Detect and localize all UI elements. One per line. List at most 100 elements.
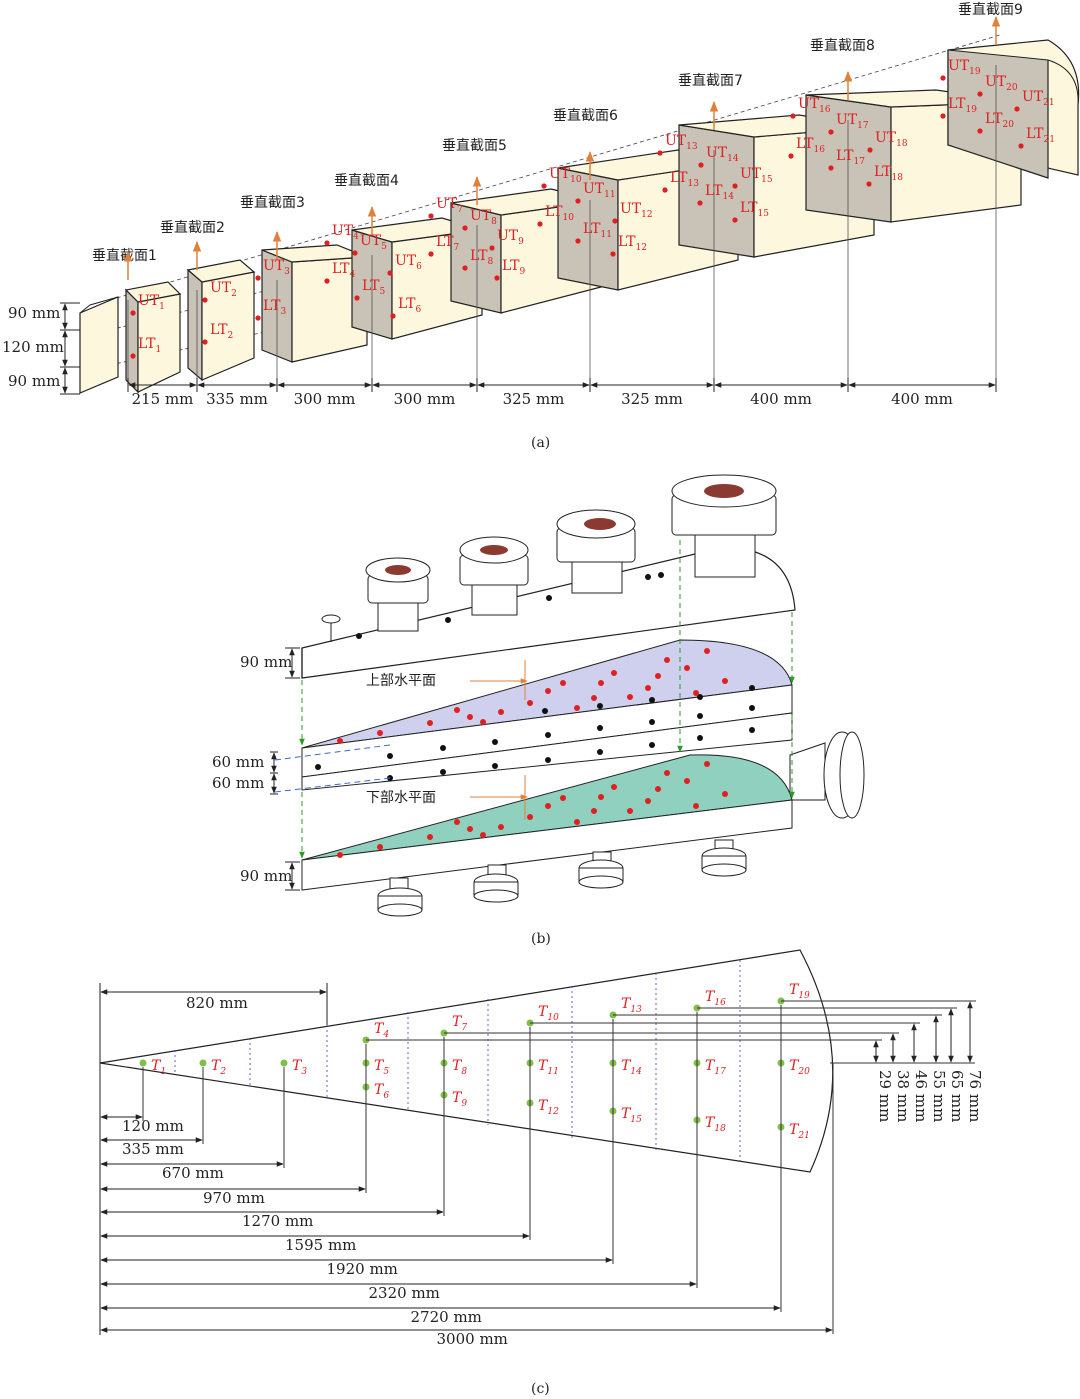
plane-point-17 bbox=[664, 657, 670, 663]
offset-label-1: 29 mm bbox=[876, 1070, 894, 1122]
offset-label-2: 38 mm bbox=[894, 1070, 912, 1122]
section-label-5: 垂直截面5 bbox=[442, 137, 507, 154]
mid-dot-0 bbox=[315, 764, 321, 770]
plane-point-43 bbox=[722, 791, 728, 797]
label-t1: T1 bbox=[151, 1058, 166, 1077]
marker-ut15 bbox=[732, 183, 738, 189]
marker-ut1 bbox=[130, 310, 136, 316]
point-lt1: LT1 bbox=[138, 336, 161, 355]
point-t3 bbox=[280, 1059, 288, 1067]
plane-point-12 bbox=[598, 680, 604, 686]
label-t9: T9 bbox=[452, 1090, 467, 1109]
marker-lt16 bbox=[788, 153, 794, 159]
height-label-1: 90 mm bbox=[8, 304, 60, 322]
marker-lt20 bbox=[977, 128, 983, 134]
plane-point-20 bbox=[704, 648, 710, 654]
plane-point-30 bbox=[545, 803, 551, 809]
point-ut2: UT2 bbox=[210, 280, 237, 299]
plane-point-13 bbox=[611, 670, 617, 676]
length-label-9: 2720 mm bbox=[411, 1308, 482, 1326]
marker-lt4 bbox=[324, 278, 330, 284]
marker-lt6 bbox=[390, 313, 396, 319]
point-ut7: UT7 bbox=[436, 196, 463, 215]
plane-point-31 bbox=[560, 795, 566, 801]
length-label-1: 120 mm bbox=[122, 1117, 184, 1135]
plane-point-10 bbox=[574, 705, 580, 711]
label-t3: T3 bbox=[292, 1058, 307, 1077]
mid-dot-2 bbox=[440, 745, 446, 751]
marker-ut12 bbox=[612, 218, 618, 224]
length-label-2: 335 mm bbox=[122, 1140, 184, 1158]
marker-ut7 bbox=[428, 213, 434, 219]
height-label-3: 90 mm bbox=[8, 372, 60, 390]
length-label-10: 3000 mm bbox=[437, 1330, 508, 1348]
point-lt8: LT8 bbox=[470, 248, 494, 267]
point-lt20: LT20 bbox=[985, 111, 1014, 130]
marker-lt13 bbox=[662, 187, 668, 193]
mid-dot-7 bbox=[697, 713, 703, 719]
section-label-7: 垂直截面7 bbox=[678, 72, 743, 89]
label-t6: T6 bbox=[374, 1082, 389, 1101]
mid-dot-6 bbox=[649, 719, 655, 725]
marker-ut18 bbox=[867, 147, 873, 153]
point-lt21: LT21 bbox=[1026, 126, 1055, 145]
point-ut1: UT1 bbox=[138, 293, 165, 312]
plane-point-38 bbox=[655, 786, 661, 792]
mid-dot-13 bbox=[597, 749, 603, 755]
marker-ut3 bbox=[255, 275, 261, 281]
marker-ut5 bbox=[352, 250, 358, 256]
plane-point-21 bbox=[722, 678, 728, 684]
mid-dot-1 bbox=[387, 753, 393, 759]
plane-point-28 bbox=[498, 824, 504, 830]
spacing-label-1: 215 mm bbox=[132, 390, 194, 408]
point-ut21: UT21 bbox=[1022, 89, 1055, 108]
point-lt17: LT17 bbox=[836, 148, 865, 167]
plane-point-26 bbox=[467, 826, 473, 832]
point-lt10: LT10 bbox=[545, 204, 574, 223]
label-t15: T15 bbox=[621, 1106, 642, 1125]
marker-ut6 bbox=[387, 270, 393, 276]
label-t8: T8 bbox=[452, 1058, 467, 1077]
top-nozzle-4 bbox=[671, 474, 777, 578]
point-lt12: LT12 bbox=[618, 234, 647, 253]
marker-ut11 bbox=[575, 198, 581, 204]
section-label-4: 垂直截面4 bbox=[334, 172, 399, 189]
top-nozzle-2 bbox=[459, 536, 529, 616]
height-dimensions: 90 mm 120 mm 90 mm bbox=[2, 302, 80, 395]
plane-point-33 bbox=[591, 808, 597, 814]
cross-section-block-2 bbox=[186, 259, 256, 382]
marker-ut21 bbox=[1014, 106, 1020, 112]
marker-ut17 bbox=[828, 129, 834, 135]
plane-point-27 bbox=[480, 832, 486, 838]
marker-lt17 bbox=[828, 165, 834, 171]
label-t14: T14 bbox=[621, 1058, 642, 1077]
plane-point-6 bbox=[498, 709, 504, 715]
plane-point-34 bbox=[598, 794, 604, 800]
top-port-dot-1 bbox=[445, 617, 451, 623]
mid-dot-17 bbox=[542, 708, 548, 714]
marker-lt2 bbox=[202, 339, 208, 345]
mid-dot-11 bbox=[492, 763, 498, 769]
plane-point-19 bbox=[693, 690, 699, 696]
marker-ut10 bbox=[541, 183, 547, 189]
section-label-3: 垂直截面3 bbox=[240, 194, 305, 211]
length-label-8: 2320 mm bbox=[369, 1284, 440, 1302]
mid-dot-21 bbox=[749, 685, 755, 691]
point-ut11: UT11 bbox=[583, 181, 616, 200]
plane-point-35 bbox=[611, 784, 617, 790]
label-t19: T19 bbox=[789, 982, 810, 1001]
plane-point-14 bbox=[627, 694, 633, 700]
length-label-5: 1270 mm bbox=[242, 1212, 313, 1230]
point-ut14: UT14 bbox=[706, 145, 739, 164]
marker-ut4 bbox=[324, 240, 330, 246]
point-ut18: UT18 bbox=[875, 130, 908, 149]
marker-lt3 bbox=[255, 315, 261, 321]
plane-point-32 bbox=[574, 819, 580, 825]
marker-lt7 bbox=[428, 251, 434, 257]
plane-point-3 bbox=[454, 707, 460, 713]
point-lt3: LT3 bbox=[263, 298, 287, 317]
plane-point-39 bbox=[664, 770, 670, 776]
plane-point-37 bbox=[645, 798, 651, 804]
